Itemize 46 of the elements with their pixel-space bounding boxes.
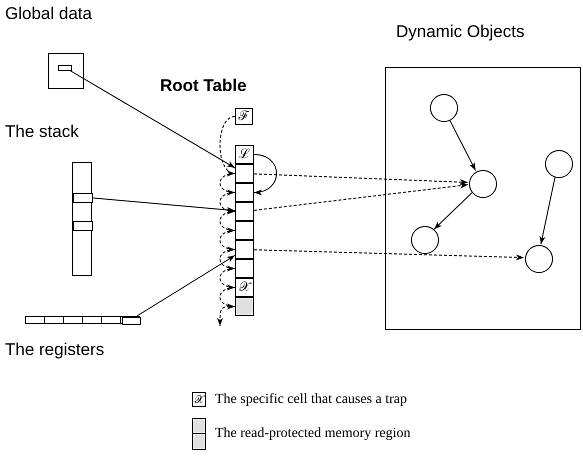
arrow	[434, 192, 472, 230]
dashed-arrow	[220, 249, 236, 271]
arrow	[136, 254, 236, 316]
object-circle	[469, 170, 497, 198]
table-cell: 𝒳	[235, 278, 254, 297]
legend-symbol: 𝒳	[192, 392, 206, 407]
heading: Root Table	[160, 76, 247, 96]
heading: Dynamic Objects	[396, 22, 524, 42]
heading: Global data	[5, 4, 92, 24]
dashed-arrow	[220, 116, 236, 175]
dashed-arrow	[254, 249, 524, 260]
heading: The stack	[5, 122, 79, 142]
object-circle	[545, 150, 573, 178]
legend-text: The read-protected memory region	[215, 426, 411, 442]
arrow	[254, 154, 277, 195]
arrow	[540, 176, 556, 245]
dashed-arrow	[220, 173, 236, 195]
arrow	[68, 70, 236, 168]
table-cell: ℒ	[235, 145, 254, 164]
dashed-arrow	[217, 306, 236, 326]
table-cell	[235, 259, 254, 278]
stack-slot	[73, 221, 93, 231]
table-cell	[235, 240, 254, 259]
dashed-arrow	[254, 182, 469, 211]
stack-slot	[73, 193, 93, 203]
table-cell: ℱ	[235, 108, 253, 125]
dashed-arrow	[220, 192, 236, 214]
arrow	[92, 197, 236, 213]
arrow	[448, 118, 476, 172]
dashed-arrow	[220, 287, 236, 309]
dashed-arrow	[220, 230, 236, 252]
legend-text: The specific cell that causes a trap	[215, 392, 408, 408]
register-cell	[122, 317, 141, 325]
data-slot	[58, 65, 72, 71]
object-circle	[430, 94, 458, 122]
dashed-arrow	[254, 173, 468, 186]
dashed-arrow	[220, 268, 236, 290]
dashed-arrow	[220, 211, 236, 233]
table-cell	[235, 221, 254, 240]
table-cell	[235, 202, 254, 221]
object-circle	[525, 245, 553, 273]
table-cell	[235, 183, 254, 202]
object-circle	[411, 226, 439, 254]
heading: The registers	[5, 340, 104, 360]
table-cell	[235, 297, 254, 316]
table-cell	[235, 164, 254, 183]
